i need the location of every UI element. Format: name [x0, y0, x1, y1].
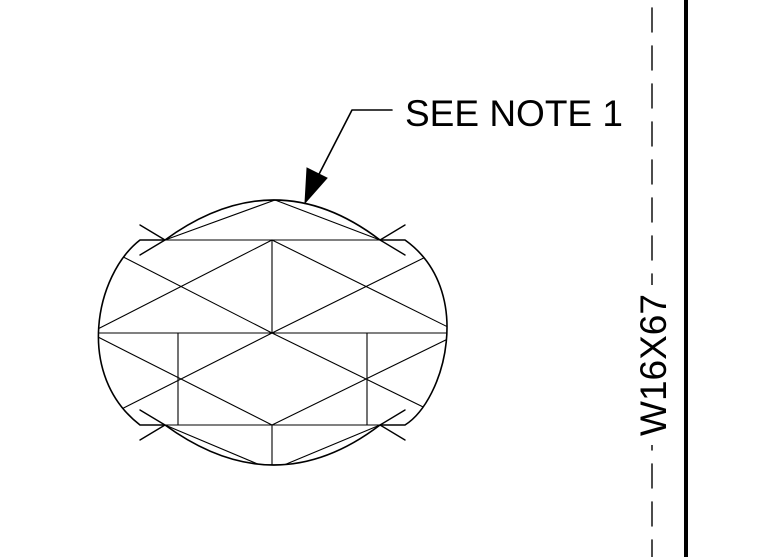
- label-background: [632, 285, 672, 445]
- leader-arrowhead: [304, 167, 328, 205]
- beam-designation-label: W16X67: [633, 294, 674, 436]
- corner-notch-marks: [139, 224, 406, 441]
- pad-mesh: [98, 200, 447, 465]
- bearing-pad: [97, 199, 448, 466]
- callout-leader: [304, 109, 393, 205]
- callout-text: SEE NOTE 1: [405, 93, 623, 134]
